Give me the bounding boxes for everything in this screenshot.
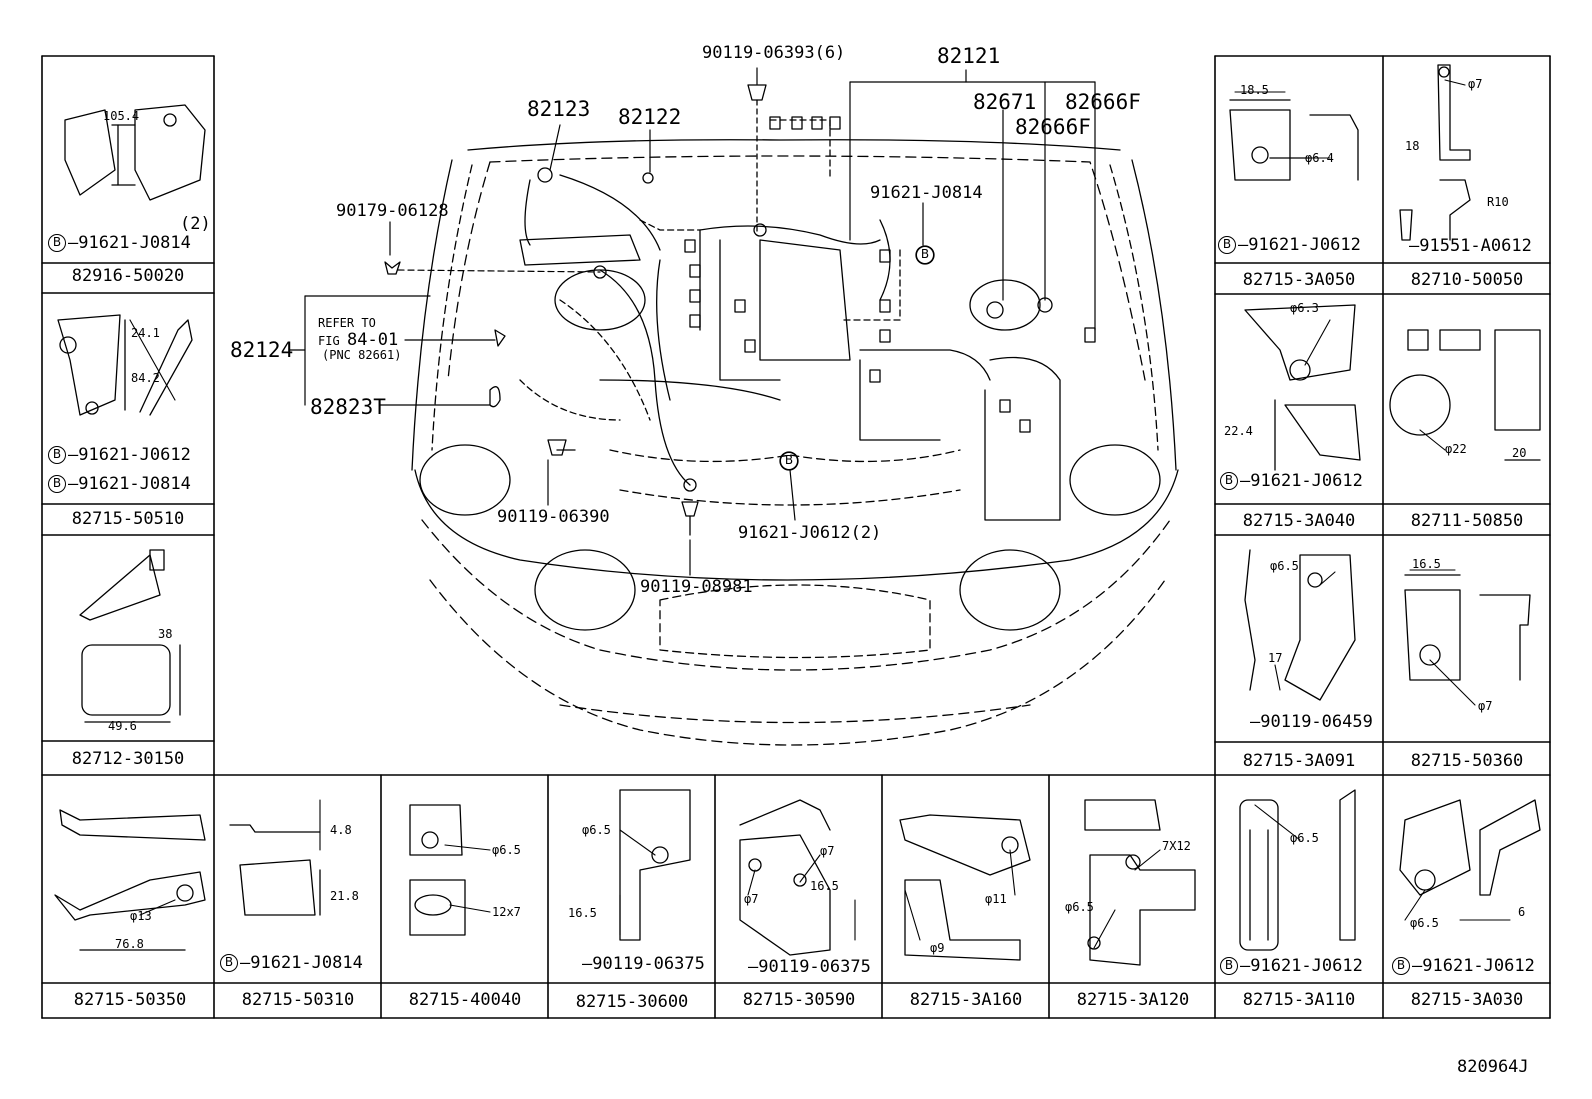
part-82715-50350: 82715-50350: [73, 990, 187, 1010]
refer-line-2-fig: FIG: [318, 334, 340, 348]
callout-82666f-lower: 82666F: [1015, 115, 1091, 139]
dim-16-5-rp6: 16.5: [1412, 557, 1441, 571]
dim-phi-6-5-bp7: φ6.5: [1065, 900, 1094, 914]
callout-90119-06390: 90119-06390: [497, 507, 610, 527]
ref-91621-j0814-lp1: B—91621-J0814: [48, 234, 191, 252]
dim-phi-6-5-bp3: φ6.5: [492, 843, 521, 857]
callout-91621-j0814: 91621-J0814: [870, 183, 983, 203]
callout-91621-j0612-2: 91621-J0612(2): [738, 523, 882, 543]
callout-82122: 82122: [618, 105, 682, 129]
dim-38: 38: [158, 627, 173, 641]
figure-id: 820964J: [1457, 1057, 1529, 1077]
ref-90119-06459: —90119-06459: [1250, 712, 1373, 732]
part-82715-40040: 82715-40040: [408, 990, 522, 1010]
dim-phi-7-bp5-b: φ7: [820, 844, 835, 858]
dim-phi-6-5-rp5: φ6.5: [1270, 559, 1299, 573]
part-82715-50510: 82715-50510: [71, 509, 185, 529]
dim-22-4: 22.4: [1224, 424, 1253, 438]
dim-17: 17: [1268, 651, 1283, 665]
dim-phi-6-5-bp9: φ6.5: [1410, 916, 1439, 930]
part-82715-3a050: 82715-3A050: [1242, 270, 1356, 290]
callout-90119-06393: 90119-06393(6): [702, 43, 846, 63]
callout-90119-08981: 90119-08981: [640, 577, 753, 597]
part-82715-3a160: 82715-3A160: [909, 990, 1023, 1010]
dim-21-8: 21.8: [330, 889, 359, 903]
callout-82123: 82123: [527, 97, 591, 121]
callout-82121: 82121: [937, 44, 1001, 68]
dim-phi-7-rp6: φ7: [1478, 699, 1493, 713]
dim-76-8: 76.8: [115, 937, 144, 951]
part-82710-50050: 82710-50050: [1410, 270, 1524, 290]
callout-82124: 82124: [230, 338, 294, 362]
ref-91621-j0612-bp8: B—91621-J0612: [1220, 957, 1363, 975]
dim-phi-6-5-bp8: φ6.5: [1290, 831, 1319, 845]
callout-82823t: 82823T: [310, 395, 386, 419]
part-82715-3a120: 82715-3A120: [1076, 990, 1190, 1010]
part-82715-50310: 82715-50310: [241, 990, 355, 1010]
wire-harness: [384, 84, 1096, 536]
dim-16-5-bp4: 16.5: [568, 906, 597, 920]
dim-7x12: 7X12: [1162, 839, 1191, 853]
part-82712-30150: 82712-30150: [71, 749, 185, 769]
dim-20: 20: [1512, 446, 1527, 460]
ref-91621-j0612-rp3: B—91621-J0612: [1220, 472, 1363, 490]
car-body-outline: [411, 139, 1179, 746]
dim-r10: R10: [1487, 195, 1509, 209]
left-panel-parts: [57, 104, 206, 723]
dim-phi-6-5-bp4: φ6.5: [582, 823, 611, 837]
ref-91621-j0612-lp2: B—91621-J0612: [48, 446, 191, 464]
leader-lines: [289, 67, 1096, 576]
dim-4-8: 4.8: [330, 823, 352, 837]
b-marker-upper: B: [916, 246, 934, 264]
dim-49-6: 49.6: [108, 719, 137, 733]
b-marker-lower: B: [780, 452, 798, 470]
bottom-panel-parts: [54, 789, 1541, 966]
part-82715-3a110: 82715-3A110: [1242, 990, 1356, 1010]
right-panel-parts: [1229, 64, 1541, 701]
dim-24-1: 24.1: [131, 326, 160, 340]
part-82916-50020: 82916-50020: [71, 266, 185, 286]
refer-line-1: REFER TO: [318, 316, 376, 330]
ref-90119-06375-bp4: —90119-06375: [582, 954, 705, 974]
dim-phi-9: φ9: [930, 941, 945, 955]
dim-16-5-bp5: 16.5: [810, 879, 839, 893]
dim-12x7: 12x7: [492, 905, 521, 919]
part-82715-30600: 82715-30600: [575, 992, 689, 1012]
dim-phi-11: φ11: [985, 892, 1007, 906]
dim-phi-13: φ13: [130, 909, 152, 923]
part-82715-3a030: 82715-3A030: [1410, 990, 1524, 1010]
dim-6: 6: [1518, 905, 1526, 919]
dim-phi-22: φ22: [1445, 442, 1467, 456]
refer-line-3: (PNC 82661): [322, 348, 402, 362]
callout-90179-06128: 90179-06128: [336, 201, 449, 221]
dimension-leaders: [129, 79, 1511, 949]
dim-phi-7-rp2: φ7: [1468, 77, 1483, 91]
dim-phi-7-bp5-a: φ7: [744, 892, 759, 906]
ref-91551-a0612: —91551-A0612: [1409, 236, 1532, 256]
dim-18-5: 18.5: [1240, 83, 1269, 97]
part-82715-3a091: 82715-3A091: [1242, 751, 1356, 771]
part-82715-3a040: 82715-3A040: [1242, 511, 1356, 531]
refer-line-2-figno: 84-01: [347, 330, 399, 350]
dim-phi-6-4: φ6.4: [1305, 151, 1334, 165]
panel-frames: [41, 55, 1551, 1019]
callout-82666f-upper: 82666F: [1065, 90, 1141, 114]
ref-91621-j0814-bp2: B—91621-J0814: [220, 954, 363, 972]
part-82715-50360: 82715-50360: [1410, 751, 1524, 771]
dim-18: 18: [1405, 139, 1420, 153]
dim-phi-6-3: φ6.3: [1290, 301, 1319, 315]
part-82711-50850: 82711-50850: [1410, 511, 1524, 531]
dim-84-2: 84.2: [131, 371, 160, 385]
ref-91621-j0814-lp2: B—91621-J0814: [48, 475, 191, 493]
callout-82671: 82671: [973, 90, 1037, 114]
ref-91621-j0612-bp9: B—91621-J0612: [1392, 957, 1535, 975]
dim-105-4: 105.4: [103, 109, 140, 123]
part-82715-30590: 82715-30590: [742, 990, 856, 1010]
qty-2: (2): [180, 214, 211, 234]
ref-91621-j0612-rp1: B—91621-J0612: [1218, 236, 1361, 254]
ref-90119-06375-bp5: —90119-06375: [748, 957, 871, 977]
